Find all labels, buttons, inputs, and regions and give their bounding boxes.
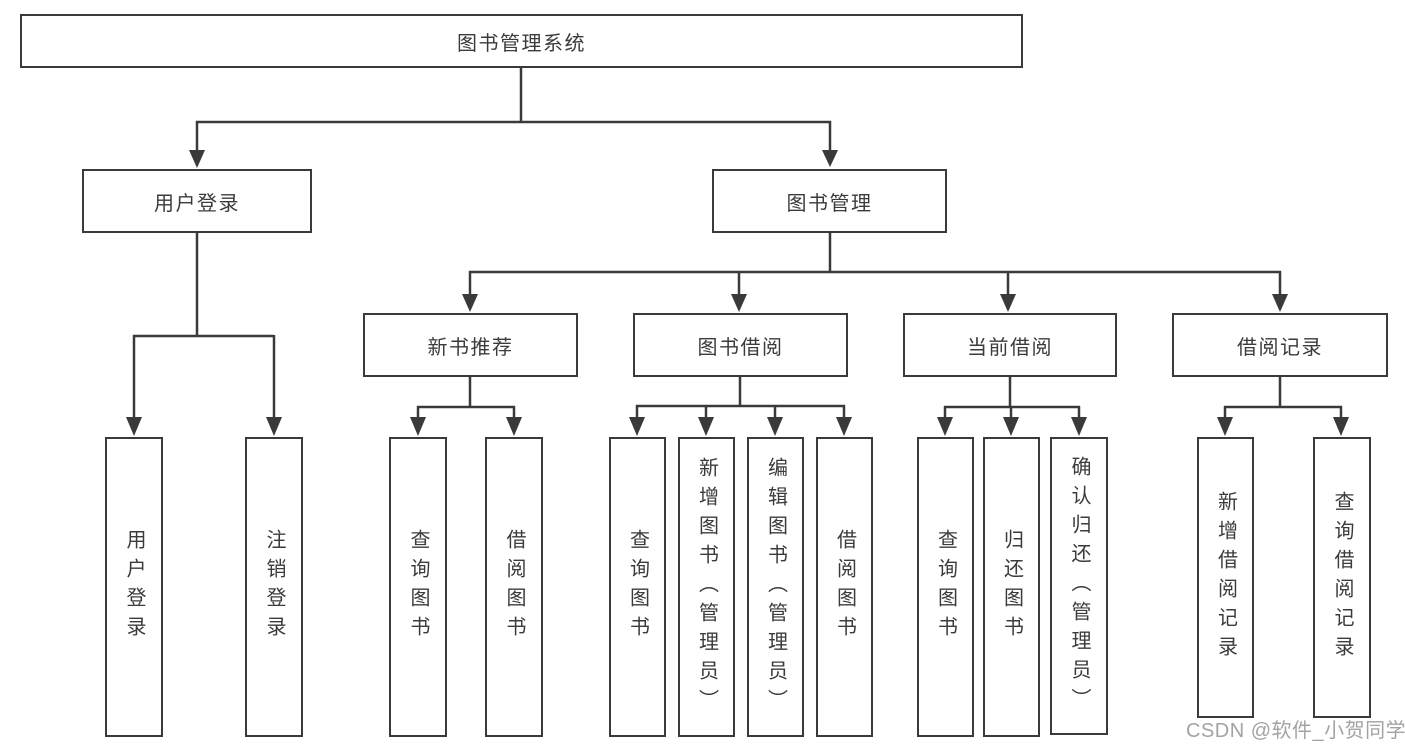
node-leaf-nbr-query-books: 查询图书 [389,437,447,737]
node-borrowing-records: 借阅记录 [1172,313,1388,377]
node-leaf-cb-confirm-return-admin: 确认归还（管理员） [1050,437,1108,735]
node-leaf-br-query-record: 查询借阅记录 [1313,437,1371,718]
csdn-watermark: CSDN @软件_小贺同学 [1186,720,1405,742]
node-leaf-bb-add-books-admin-label: 新增图书（管理员） [695,456,718,718]
node-current-borrowing-label: 当前借阅 [967,336,1053,359]
node-root-system: 图书管理系统 [20,14,1023,68]
node-book-management-module: 图书管理 [712,169,947,233]
node-leaf-user-login: 用户登录 [105,437,163,737]
node-new-book-recommend-label: 新书推荐 [427,336,514,359]
node-leaf-bb-query-books: 查询图书 [609,437,666,737]
node-leaf-bb-edit-books-admin: 编辑图书（管理员） [747,437,804,737]
node-leaf-bb-borrow-books: 借阅图书 [816,437,873,737]
node-leaf-bb-borrow-books-label: 借阅图书 [833,529,856,645]
node-leaf-bb-query-books-label: 查询图书 [626,529,649,645]
node-leaf-nbr-query-books-label: 查询图书 [407,529,429,645]
node-leaf-br-add-record: 新增借阅记录 [1197,437,1254,718]
node-borrowing-records-label: 借阅记录 [1237,336,1323,359]
node-book-borrowing-label: 图书借阅 [697,336,784,359]
node-leaf-logout: 注销登录 [245,437,303,737]
node-leaf-bb-add-books-admin: 新增图书（管理员） [678,437,735,737]
node-leaf-cb-query-books-label: 查询图书 [934,529,957,645]
node-leaf-br-query-record-label: 查询借阅记录 [1331,490,1353,665]
node-leaf-nbr-borrow-books: 借阅图书 [485,437,543,737]
node-new-book-recommend: 新书推荐 [363,313,578,377]
node-user-login-module-label: 用户登录 [154,192,240,215]
node-leaf-nbr-borrow-books-label: 借阅图书 [503,529,525,645]
node-user-login-module: 用户登录 [82,169,312,233]
node-leaf-logout-label: 注销登录 [263,529,285,645]
node-book-management-module-label: 图书管理 [786,192,873,215]
node-root-system-label: 图书管理系统 [457,32,586,55]
node-book-borrowing: 图书借阅 [633,313,848,377]
node-leaf-user-login-label: 用户登录 [123,529,145,645]
node-current-borrowing: 当前借阅 [903,313,1117,377]
node-leaf-cb-confirm-return-admin-label: 确认归还（管理员） [1068,455,1090,717]
node-leaf-br-add-record-label: 新增借阅记录 [1214,490,1237,665]
node-leaf-cb-return-books: 归还图书 [983,437,1040,737]
node-leaf-cb-return-books-label: 归还图书 [1000,529,1023,645]
node-leaf-bb-edit-books-admin-label: 编辑图书（管理员） [764,456,787,718]
node-leaf-cb-query-books: 查询图书 [917,437,974,737]
